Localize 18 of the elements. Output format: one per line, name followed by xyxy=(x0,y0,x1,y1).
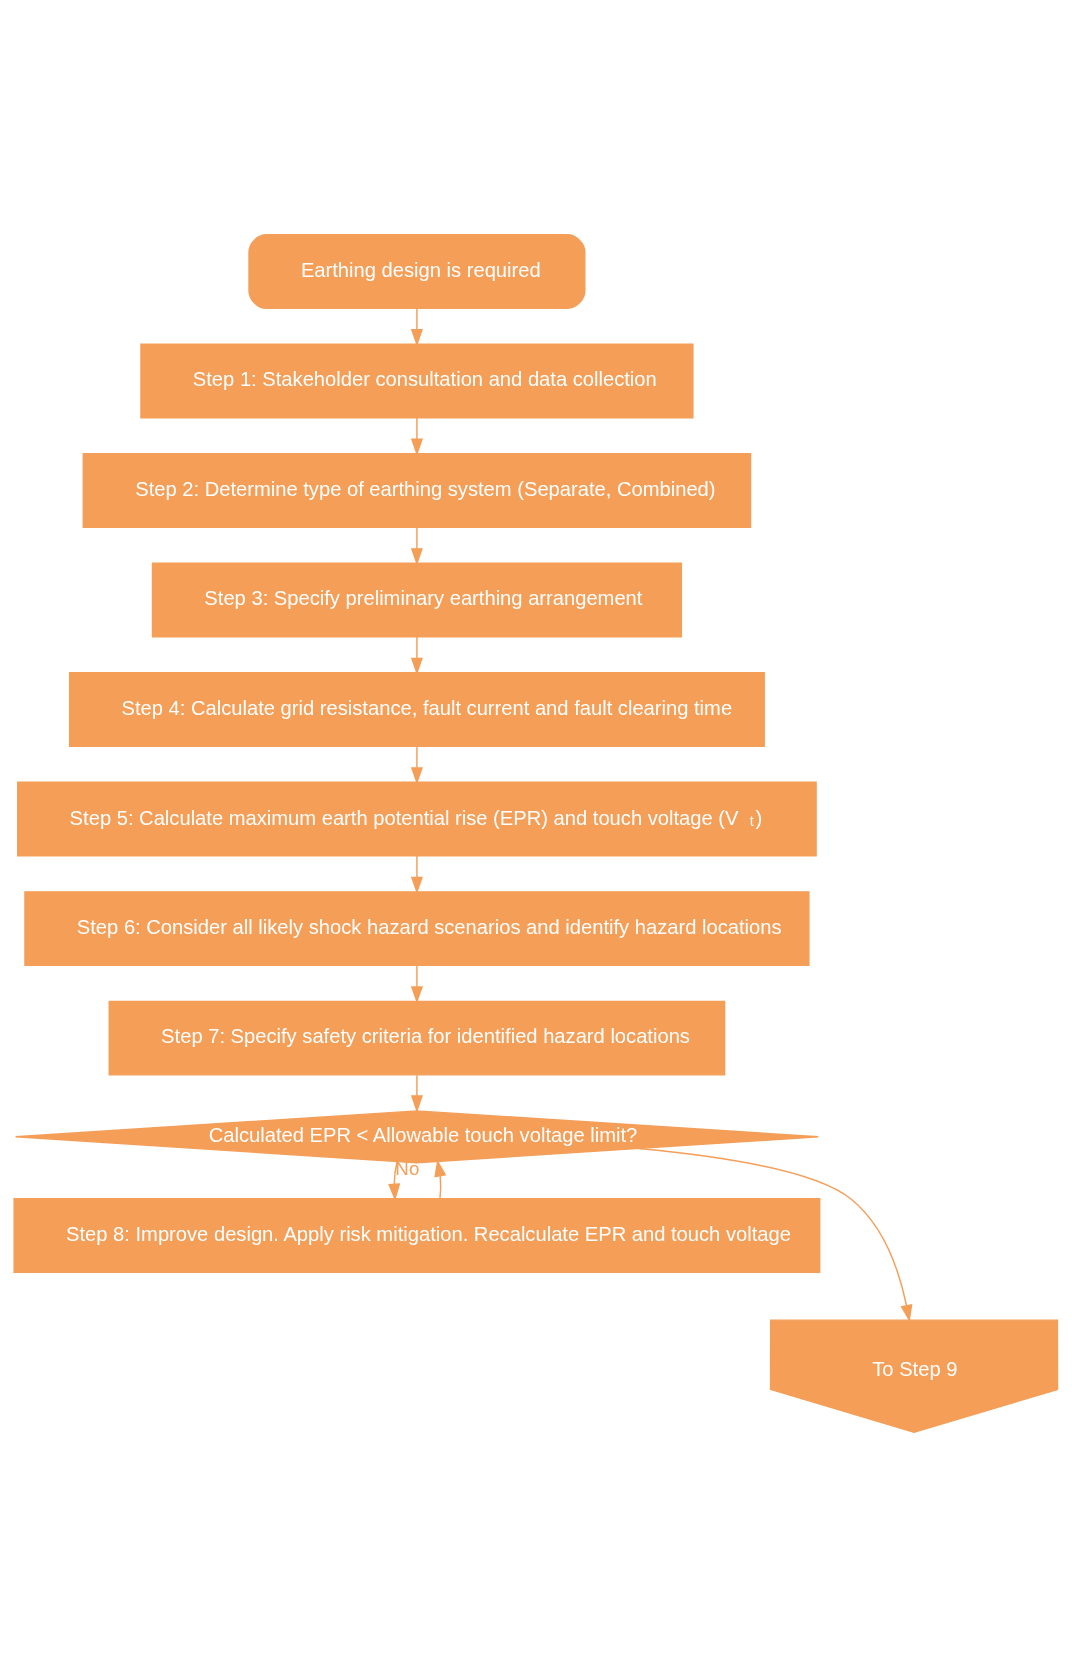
arrow xyxy=(637,1147,913,1322)
arrow xyxy=(410,1074,423,1113)
arrow xyxy=(410,964,423,1003)
arrow xyxy=(410,526,423,565)
node-box: Earthing design is required xyxy=(248,233,586,309)
node-box: Step 7: Specify safety criteria for identified hazard locations xyxy=(108,1000,726,1076)
arrow xyxy=(410,307,423,346)
node-box: Step 6: Consider all likely shock hazard scenarios and identify hazard locations xyxy=(24,890,810,966)
arrow xyxy=(410,416,423,456)
arrow xyxy=(410,854,423,894)
node-diamond: Calculated EPR < Allowable touch voltage limit? xyxy=(14,1109,819,1163)
node-box: Step 2: Determine type of earthing system (Separate, Combined) xyxy=(82,452,752,528)
node-box: Step 8: Improve design. Apply risk mitigation. Recalculate EPR and touch voltage xyxy=(13,1197,821,1273)
arrow xyxy=(410,635,423,675)
arrow xyxy=(410,745,423,784)
node-box: Step 4: Calculate grid resistance, fault current and fault clearing time xyxy=(68,671,765,747)
node-box: Step 1: Stakeholder consultation and data collection xyxy=(140,343,694,418)
node-box: Step 3: Specify preliminary earthing arrangement xyxy=(151,562,683,637)
